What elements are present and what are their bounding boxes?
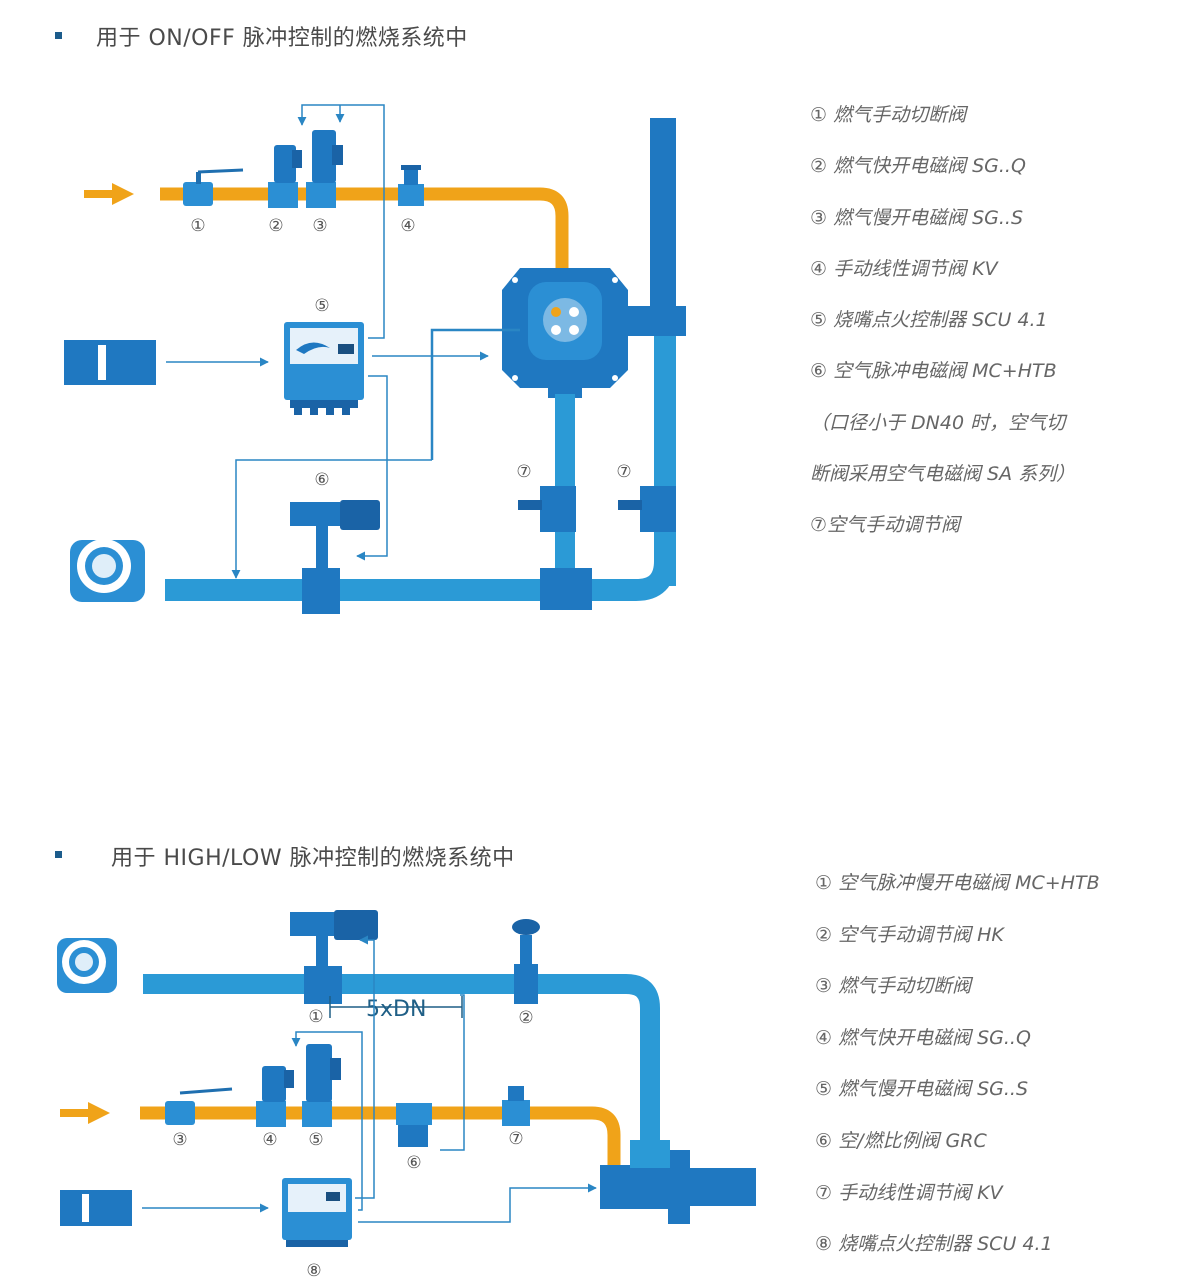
legend2-item-2: ② 空气手动调节阀 HK [815,923,1004,946]
gas-linear-valve-2-icon [502,1086,530,1126]
legend1-item-3: ③ 燃气慢开电磁阀 SG..S [810,206,1024,229]
legend1-item-7: ⑦空气手动调节阀 [810,514,961,537]
d2-label-4: ④ [262,1130,277,1150]
legend1-item-6: ⑥ 空气脉冲电磁阀 MC+HTB [810,360,1057,383]
gas-pipe-2 [140,1106,621,1175]
d2-label-7: ⑦ [508,1129,523,1149]
gas-solenoid-valve-5-icon [302,1044,341,1127]
legend1-item-6-note-b: 断阀采用空气电磁阀 SA 系列） [810,463,1076,486]
legend1-item-4: ④ 手动线性调节阀 KV [810,257,998,280]
legend2-item-8: ⑧ 烧嘴点火控制器 SCU 4.1 [815,1233,1053,1256]
legend2-item-7: ⑦ 手动线性调节阀 KV [815,1181,1003,1204]
control-lines-2 [142,935,597,1223]
air-pulse-slow-valve-icon [290,910,378,1004]
d2-label-3: ③ [172,1130,187,1150]
legend1-item-1: ① 燃气手动切断阀 [810,104,967,126]
plc-panel-icon [64,340,156,385]
section1-bullet [55,32,62,39]
d1-label-5: ⑤ [314,296,329,316]
d2-label-2: ② [518,1008,533,1028]
d2-label-6: ⑥ [406,1153,421,1173]
gas-pipe [160,187,569,280]
gas-manual-valve-2-icon [165,1087,233,1125]
air-riser [555,394,575,574]
diagram2: 5xDN [57,910,756,1281]
section2-bullet [55,851,62,858]
gas-solenoid-valve-4-icon [256,1066,294,1127]
control-lines-gas [297,104,385,339]
legend1-item-5: ⑤ 烧嘴点火控制器 SCU 4.1 [810,309,1048,332]
air-manual-valve-7a-icon [518,486,576,532]
air-manual-valve-hk-icon [512,919,540,1004]
d1-label-7a: ⑦ [516,462,531,482]
section1-title: 用于 ON/OFF 脉冲控制的燃烧系统中 [96,26,468,51]
section2-title: 用于 HIGH/LOW 脉冲控制的燃烧系统中 [111,846,515,871]
gas-manual-valve-icon [183,168,244,206]
legend1-item-2: ② 燃气快开电磁阀 SG..Q [810,155,1026,178]
fan2-icon [57,938,117,993]
legend1-item-6-note-a: （口径小于 DN40 时，空气切 [810,411,1066,434]
legend2-item-5: ⑤ 燃气慢开电磁阀 SG..S [815,1078,1029,1101]
section2-legend: ① 空气脉冲慢开电磁阀 MC+HTB ② 空气手动调节阀 HK ③ 燃气手动切断… [815,868,1100,1281]
d1-label-3: ③ [312,216,327,236]
diagram1: ① ② ③ ④ ⑤ ⑥ ⑦ ⑦ [64,104,686,614]
d1-label-4: ④ [400,216,415,236]
air-pulse-solenoid-valve-icon [290,500,380,614]
ignition-controller-icon [284,322,364,415]
gas-solenoid-valve-2-icon [268,145,302,208]
d2-label-5: ⑤ [308,1130,323,1150]
legend2-item-3: ③ 燃气手动切断阀 [815,975,972,998]
burner-icon [502,268,628,398]
dimension-5xdn: 5xDN [329,996,463,1022]
gas-inlet-arrow-icon [84,183,134,205]
gas-solenoid-valve-3-icon [306,130,343,208]
air-tee [540,568,592,610]
control-lines-main [166,328,520,579]
d2-label-8: ⑧ [306,1261,321,1281]
air-pipe-2 [143,974,660,1150]
d1-label-2: ② [268,216,283,236]
d2-label-1: ① [308,1007,323,1027]
gas-linear-valve-icon [398,165,424,206]
d1-label-1: ① [190,216,205,236]
ignition-controller-2-icon [282,1178,352,1247]
d1-label-6: ⑥ [314,470,329,490]
dimension-5xdn-label: 5xDN [366,997,426,1022]
legend2-item-6: ⑥ 空/燃比例阀 GRC [815,1129,987,1152]
gas-inlet-arrow-2-icon [60,1102,110,1124]
burner2-icon [600,1140,756,1224]
legend2-item-1: ① 空气脉冲慢开电磁阀 MC+HTB [815,872,1100,894]
air-manual-valve-7b-icon [618,486,676,532]
legend2-item-4: ④ 燃气快开电磁阀 SG..Q [815,1026,1031,1049]
section1-legend: ① 燃气手动切断阀 ② 燃气快开电磁阀 SG..Q ③ 燃气慢开电磁阀 SG..… [810,100,1075,562]
air-pipe [165,336,676,601]
fan-icon [70,539,145,602]
plc-panel-2-icon [60,1190,132,1226]
ratio-valve-grc-icon [396,1103,432,1147]
d1-label-7b: ⑦ [616,462,631,482]
